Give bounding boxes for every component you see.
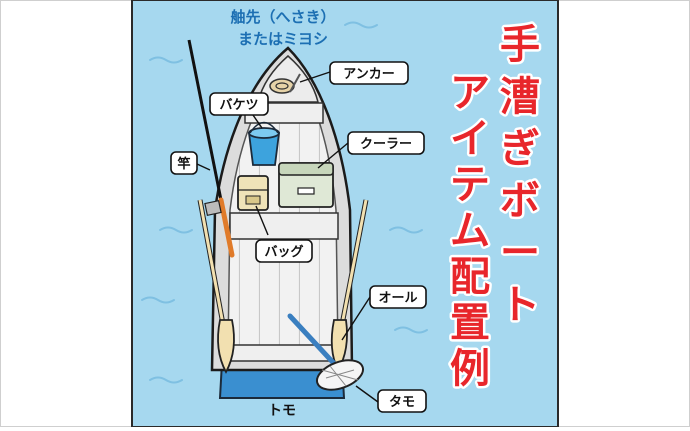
bow-label-line-1: 舳先（へさき） — [230, 8, 335, 26]
cooler-box — [278, 162, 334, 208]
middle-seat — [229, 212, 339, 240]
label-bag: バッグ — [264, 244, 303, 260]
landing-net — [287, 313, 364, 391]
anchor — [269, 73, 301, 94]
bag — [237, 175, 269, 211]
bucket — [247, 121, 281, 166]
callout-bag: バッグ — [255, 239, 313, 263]
fishing-rod — [187, 39, 235, 258]
callout-oar: オール — [369, 285, 427, 309]
title: 手漕ぎボート アイテム配置例 — [448, 20, 543, 395]
title-line-1: 手漕ぎボート — [500, 22, 540, 328]
bow-label-line-2: またはミヨシ — [238, 30, 328, 48]
sea-waves — [141, 21, 428, 404]
label-anchor: アンカー — [343, 67, 394, 82]
label-net: タモ — [389, 395, 415, 410]
oar-right — [330, 199, 369, 372]
title-line-2: アイテム配置例 — [450, 70, 490, 392]
label-rod: 竿 — [177, 156, 190, 172]
callout-cooler: クーラー — [347, 131, 425, 155]
label-bucket: バケツ — [219, 98, 258, 113]
callout-net: タモ — [377, 389, 427, 413]
label-oar: オール — [378, 291, 417, 306]
label-cooler: クーラー — [360, 137, 412, 152]
stern-label: トモ — [268, 403, 296, 419]
callout-rod: 竿 — [170, 151, 198, 175]
callout-anchor: アンカー — [329, 61, 409, 85]
callout-bucket: バケツ — [209, 92, 269, 116]
oar-left — [197, 199, 235, 374]
